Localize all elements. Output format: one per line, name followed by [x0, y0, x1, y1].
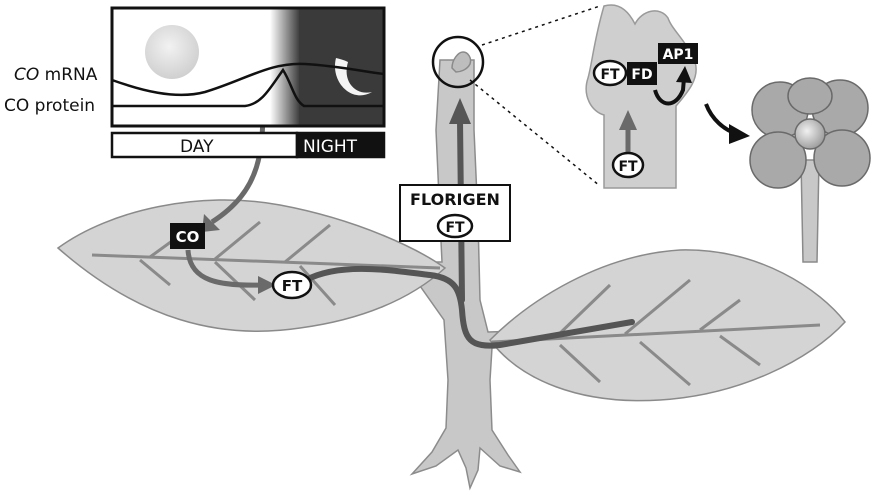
florigen-ft-label: FT	[445, 220, 465, 236]
flower	[750, 78, 870, 262]
day-label: DAY	[180, 137, 214, 157]
right-leaf	[490, 250, 845, 401]
meristem-zoom: FT FT FD AP1	[586, 5, 698, 188]
apex-ft-bottom-label: FT	[618, 159, 638, 175]
florigen-box: FLORIGEN FT	[400, 185, 510, 241]
flower-stem	[801, 160, 819, 262]
left-leaf	[58, 200, 445, 331]
flower-center	[795, 119, 825, 149]
co-mrna-label: CO mRNA	[14, 65, 98, 85]
apex-ap1-label: AP1	[663, 47, 694, 63]
florigen-title: FLORIGEN	[410, 190, 500, 209]
night-label: NIGHT	[303, 137, 358, 157]
co-badge: CO	[170, 223, 205, 249]
arrow-head-icon	[729, 124, 750, 144]
zoom-line-top	[482, 6, 600, 45]
ft-leaf-label: FT	[282, 277, 303, 295]
apex-fd-label: FD	[631, 67, 652, 83]
co-badge-label: CO	[176, 228, 200, 246]
sun-icon	[145, 25, 199, 79]
apex-ft-label: FT	[600, 67, 620, 83]
zoom-line-bottom	[470, 80, 600, 186]
arrow-to-flower	[706, 104, 750, 144]
day-night-graph: DAY NIGHT	[112, 8, 384, 157]
co-protein-label: CO protein	[4, 96, 95, 116]
ft-leaf-badge: FT	[273, 272, 311, 298]
